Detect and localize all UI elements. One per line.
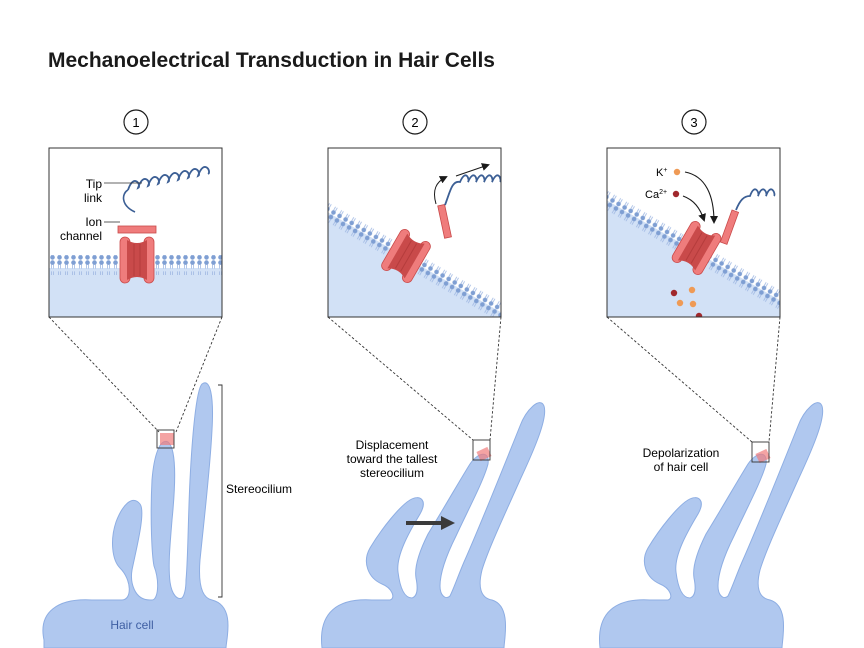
channel-gate (437, 204, 452, 239)
panel-3: 3 K+ Ca2+ (599, 109, 824, 648)
zoom-inset-stretched (327, 147, 502, 318)
stereocilium-label: Stereocilium (226, 482, 292, 496)
hair-cell-label: Hair cell (110, 618, 153, 632)
zoom-line-right (768, 316, 781, 443)
svg-text:Ca2+: Ca2+ (645, 189, 667, 201)
svg-text:2: 2 (411, 115, 418, 130)
zoom-line-left (327, 316, 474, 441)
panel-2: 2 Displaceme (321, 109, 546, 648)
svg-text:K+: K+ (656, 167, 667, 179)
channel-gate (117, 225, 157, 234)
ion-influx-arrow (682, 195, 706, 222)
hair-cell-1: Hair cell (42, 382, 229, 648)
svg-text:1: 1 (132, 115, 139, 130)
svg-text:3: 3 (690, 115, 697, 130)
ions-inside-cell (670, 286, 703, 317)
zoom-box-2 (472, 439, 491, 461)
step-3-marker: 3 (681, 109, 707, 135)
calcium-legend: Ca2+ (645, 189, 680, 201)
zoom-box-1 (156, 429, 175, 449)
zoom-inset-closed-channel (48, 147, 223, 318)
hair-cell-3 (599, 402, 824, 648)
step-2-marker: 2 (402, 109, 428, 135)
channel-gate (719, 209, 740, 245)
tip-link-spring (444, 174, 501, 206)
tip-link-spring (127, 166, 210, 191)
zoom-inset-open-channel: K+ Ca2+ (606, 147, 781, 318)
zoom-box-3 (751, 441, 770, 463)
potassium-legend: K+ (656, 167, 681, 179)
stereocilium-bracket: Stereocilium (218, 384, 292, 598)
zoom-line-left (606, 316, 753, 443)
zoom-line-left (48, 316, 160, 433)
step-1-marker: 1 (123, 109, 149, 135)
tip-link-spring (735, 188, 776, 211)
pull-arrow (433, 176, 448, 205)
figure-title: Mechanoelectrical Transduction in Hair C… (48, 49, 495, 72)
zoom-line-right (489, 316, 502, 441)
ion-influx-arrow (684, 171, 718, 224)
stretch-arrow (455, 163, 490, 177)
ion-channel-closed (119, 236, 155, 284)
